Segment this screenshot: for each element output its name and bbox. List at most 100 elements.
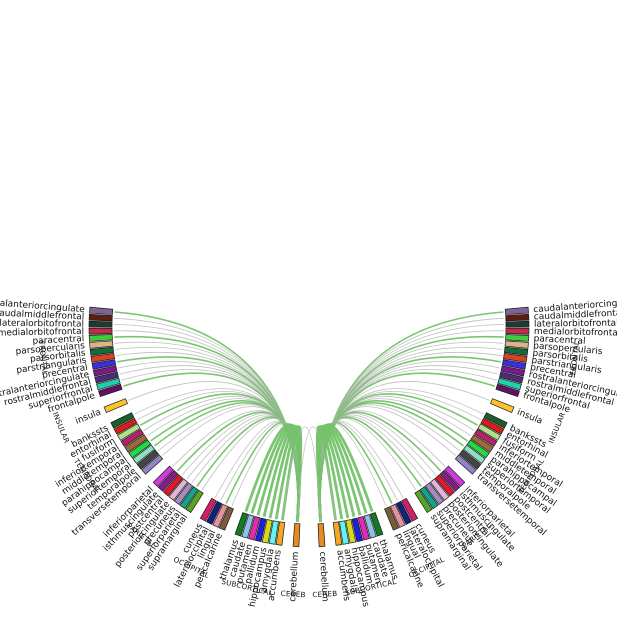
node-right-rostralanteriorcingulate — [500, 365, 526, 377]
node-left-frontalpole — [98, 383, 123, 398]
node-right-inferiortemporal — [474, 428, 498, 447]
lobe-label-right-cereb: CEREB — [312, 589, 338, 599]
node-left-entorhinal — [113, 417, 138, 435]
node-left-rostralanteriorcingulate — [92, 365, 118, 377]
node-right-frontalpole — [495, 383, 520, 398]
node-right-pericalcarine — [384, 506, 400, 531]
node-label-left-caudalmiddlefrontal: caudalmiddlefrontal — [0, 308, 84, 322]
node-left-superiorfrontal — [96, 377, 121, 391]
node-label-left-medialorbitofrontal: medialorbitofrontal — [0, 327, 84, 339]
lobe-label-left-frontal: FRONTAL — [37, 340, 50, 375]
node-left-lingual — [212, 503, 229, 528]
node-left-thalamus — [234, 512, 249, 537]
node-right-pallidum — [351, 517, 364, 543]
node-label-left-paracentral: paracentral — [32, 334, 84, 347]
node-right-hippocampus — [345, 519, 357, 544]
node-left-parahippocampal — [128, 439, 152, 459]
node-label-left-lateralorbitofrontal: lateralorbitofrontal — [0, 319, 84, 330]
node-label-right-caudalmiddlefrontal: caudalmiddlefrontal — [534, 308, 617, 322]
node-right-lateralorbitofrontal — [505, 320, 530, 328]
node-left-inferiorparietal — [152, 465, 174, 487]
node-label-right-paracentral: paracentral — [533, 334, 585, 347]
node-left-pericalcarine — [218, 506, 234, 531]
node-right-middletemporal — [470, 434, 494, 453]
node-left-postcentral — [163, 474, 184, 497]
connection-cross-left-right — [297, 426, 336, 522]
node-left-transversetemporal — [141, 454, 164, 475]
node-right-supramarginal — [414, 489, 433, 514]
node-left-middletemporal — [124, 434, 148, 453]
node-right-parsorbitalis — [503, 346, 529, 356]
node-label-right-medialorbitofrontal: medialorbitofrontal — [534, 327, 617, 339]
node-right-entorhinal — [480, 417, 505, 435]
lobe-label-left-cereb: CEREB — [280, 589, 306, 599]
node-right-fusiform — [477, 423, 502, 441]
node-right-amygdala — [339, 520, 350, 545]
node-right-insula — [490, 398, 515, 414]
node-right-caudalmiddlefrontal — [505, 313, 530, 322]
connections-layer — [113, 311, 505, 522]
node-left-superiorparietal — [179, 486, 199, 510]
node-left-posteriorcingulate — [168, 478, 189, 501]
node-right-precentral — [501, 359, 527, 370]
node-left-parsopercularis — [89, 340, 114, 349]
node-left-inferiortemporal — [120, 428, 144, 447]
node-right-parstriangularis — [503, 353, 528, 363]
node-right-lingual — [389, 503, 406, 528]
node-right-lateraloccipital — [395, 500, 412, 525]
node-left-rostralmiddlefrontal — [94, 371, 119, 384]
node-left-lateraloccipital — [206, 500, 223, 525]
node-right-parahippocampal — [466, 439, 490, 459]
node-left-caudalanteriorcingulate — [89, 306, 114, 315]
node-left-bankssts — [110, 412, 135, 429]
node-right-transversetemporal — [454, 454, 477, 475]
node-right-isthmuscingulate — [439, 470, 461, 492]
node-right-cuneus — [401, 497, 419, 522]
node-right-precuneus — [424, 482, 445, 506]
node-right-bankssts — [483, 412, 508, 429]
node-left-paracentral — [88, 334, 113, 342]
node-right-thalamus — [369, 512, 384, 537]
node-left-fusiform — [116, 423, 141, 441]
node-right-temporalpole — [459, 449, 482, 470]
node-right-cerebellum — [317, 523, 326, 548]
node-left-insula — [103, 398, 128, 414]
node-left-cuneus — [199, 497, 217, 522]
node-right-postcentral — [434, 474, 455, 497]
node-left-cerebellum — [292, 523, 301, 548]
node-right-accumbens — [332, 521, 343, 546]
node-right-posteriorcingulate — [429, 478, 450, 501]
node-left-medialorbitofrontal — [88, 327, 113, 335]
node-left-isthmuscingulate — [157, 470, 179, 492]
node-left-precuneus — [173, 482, 194, 506]
node-right-parsopercularis — [504, 340, 529, 349]
node-right-paracentral — [505, 334, 530, 342]
node-left-precentral — [91, 359, 117, 370]
node-right-putamen — [357, 515, 370, 541]
node-right-medialorbitofrontal — [505, 327, 530, 335]
node-right-superiorfrontal — [497, 377, 522, 391]
node-left-lateralorbitofrontal — [88, 320, 113, 328]
node-right-superiorparietal — [419, 486, 439, 510]
node-left-temporalpole — [136, 449, 159, 470]
node-right-rostralmiddlefrontal — [499, 371, 524, 384]
node-left-supramarginal — [185, 489, 204, 514]
node-left-hippocampus — [261, 519, 273, 544]
node-left-pallidum — [254, 517, 267, 543]
node-right-caudalanteriorcingulate — [504, 306, 529, 315]
node-label-left-cerebellum: cerebellum — [288, 551, 301, 602]
node-left-superiortemporal — [132, 444, 155, 465]
node-left-putamen — [248, 515, 261, 541]
lobe-label-right-frontal: FRONTAL — [568, 340, 581, 375]
node-label-right-cerebellum: cerebellum — [317, 551, 330, 602]
node-right-caudate — [363, 514, 377, 539]
node-left-caudate — [241, 514, 255, 539]
connection-cross-right-left — [282, 426, 321, 522]
node-left-accumbens — [275, 521, 286, 546]
nodes-layer — [88, 306, 530, 548]
node-left-caudalmiddlefrontal — [88, 313, 113, 322]
node-left-amygdala — [268, 520, 279, 545]
node-left-parsorbitalis — [89, 346, 115, 356]
node-left-parstriangularis — [90, 353, 115, 363]
